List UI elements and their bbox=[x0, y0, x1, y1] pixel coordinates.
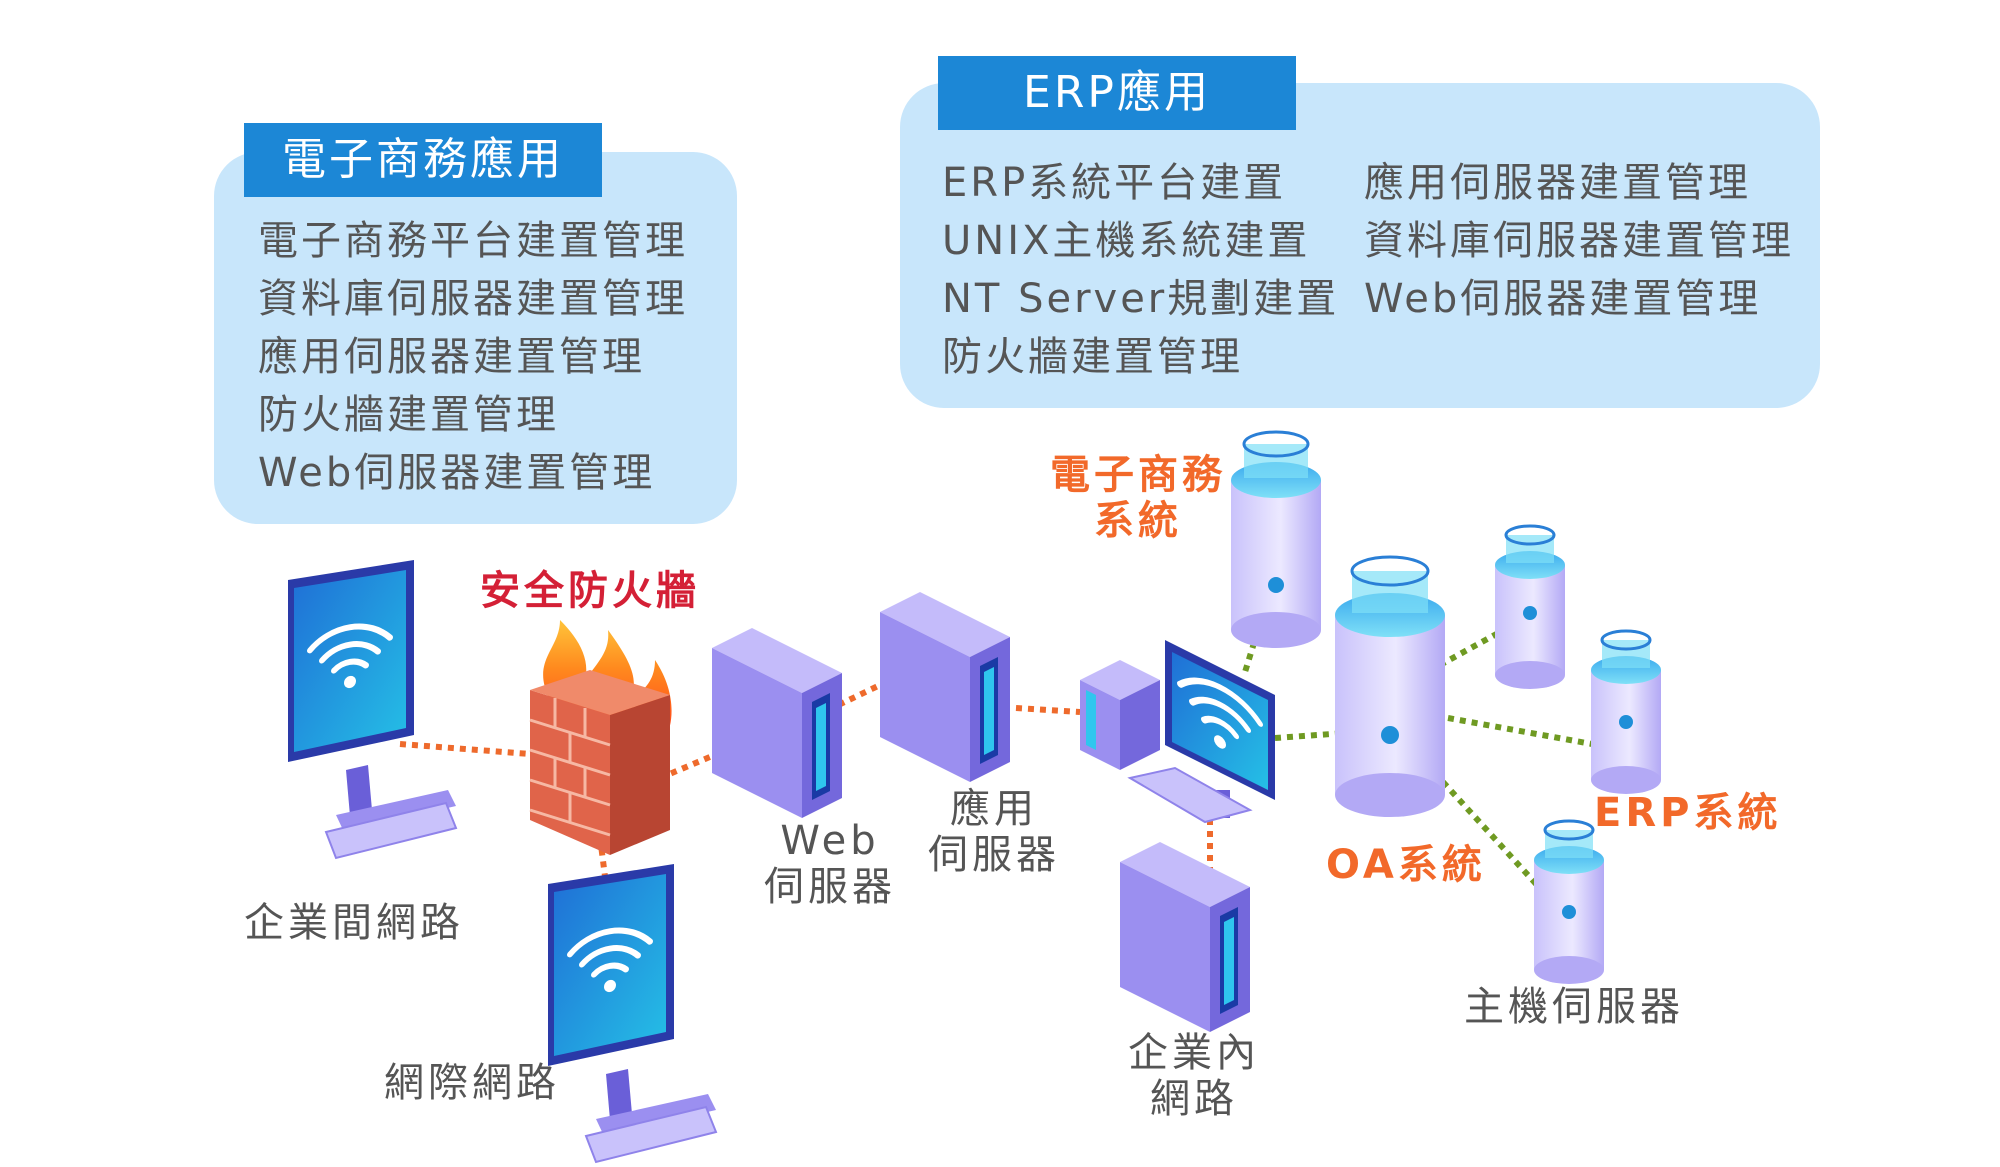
erp-panel-title: ERP應用 bbox=[938, 56, 1296, 130]
erp-system-label: ERP系統 bbox=[1594, 790, 1782, 836]
internet-pc bbox=[548, 864, 718, 1164]
intranet-pc bbox=[1080, 640, 1275, 824]
intranet-label-line1: 企業內 bbox=[1128, 1030, 1260, 1076]
web-server-label-line1: Web bbox=[780, 818, 880, 864]
ecommerce-system-label-line2: 系統 bbox=[1094, 498, 1182, 544]
app-server-label: 應用 伺服器 bbox=[928, 786, 1060, 878]
erp-list-left: ERP系統平台建置 UNIX主機系統建置 NT Server規劃建置 防火牆建置… bbox=[942, 150, 1339, 382]
ecommerce-item: 應用伺服器建置管理 bbox=[258, 334, 645, 380]
web-server-label: Web 伺服器 bbox=[764, 818, 896, 910]
erp-item: Web伺服器建置管理 bbox=[1364, 276, 1762, 322]
ecommerce-system-label: 電子商務 系統 bbox=[1050, 452, 1226, 544]
extranet-label: 企業間網路 bbox=[244, 900, 464, 946]
link-web-app bbox=[826, 683, 880, 713]
intranet-label: 企業內 網路 bbox=[1128, 1030, 1260, 1122]
internet-label: 網際網路 bbox=[384, 1060, 560, 1106]
ecommerce-item: 電子商務平台建置管理 bbox=[258, 218, 688, 264]
link-extranet-firewall bbox=[399, 741, 531, 757]
erp-item: ERP系統平台建置 bbox=[942, 160, 1287, 206]
host-server-label: 主機伺服器 bbox=[1464, 984, 1684, 1030]
link-oa-db1 bbox=[1438, 629, 1502, 668]
erp-item: 應用伺服器建置管理 bbox=[1364, 160, 1751, 206]
erp-item: 資料庫伺服器建置管理 bbox=[1364, 218, 1794, 264]
link-app-intranet bbox=[1015, 705, 1081, 715]
erp-panel bbox=[900, 83, 1820, 408]
extranet-pc bbox=[288, 560, 458, 860]
ecommerce-system-label-line1: 電子商務 bbox=[1050, 452, 1226, 498]
ecommerce-item: 防火牆建置管理 bbox=[258, 392, 559, 438]
erp-item: UNIX主機系統建置 bbox=[942, 218, 1311, 264]
firewall-label: 安全防火牆 bbox=[480, 568, 700, 614]
ecommerce-list: 電子商務平台建置管理 資料庫伺服器建置管理 應用伺服器建置管理 防火牆建置管理 … bbox=[258, 208, 688, 498]
db-icon-2 bbox=[1591, 629, 1661, 794]
ecommerce-db-icon bbox=[1231, 430, 1321, 648]
erp-item: NT Server規劃建置 bbox=[942, 276, 1340, 322]
intranet-server-icon bbox=[1120, 842, 1250, 1032]
ecommerce-panel-title: 電子商務應用 bbox=[244, 123, 602, 197]
erp-list-right: 應用伺服器建置管理 資料庫伺服器建置管理 Web伺服器建置管理 bbox=[1364, 150, 1794, 324]
oa-db-icon bbox=[1335, 555, 1445, 817]
app-server-label-line1: 應用 bbox=[950, 786, 1038, 832]
ecommerce-item: Web伺服器建置管理 bbox=[258, 450, 656, 496]
firewall-icon bbox=[529, 620, 672, 855]
erp-item: 防火牆建置管理 bbox=[942, 334, 1243, 380]
ecommerce-item: 資料庫伺服器建置管理 bbox=[258, 276, 688, 322]
db-icon-1 bbox=[1495, 524, 1565, 689]
ecommerce-panel bbox=[214, 152, 737, 524]
app-server-label-line2: 伺服器 bbox=[928, 832, 1060, 878]
intranet-label-line2: 網路 bbox=[1150, 1076, 1238, 1122]
link-oa-db2 bbox=[1447, 715, 1593, 747]
web-server-icon bbox=[712, 628, 842, 818]
web-server-label-line2: 伺服器 bbox=[764, 864, 896, 910]
db-icon-3 bbox=[1534, 819, 1604, 984]
oa-system-label: OA系統 bbox=[1326, 842, 1486, 888]
app-server-icon bbox=[880, 592, 1010, 782]
